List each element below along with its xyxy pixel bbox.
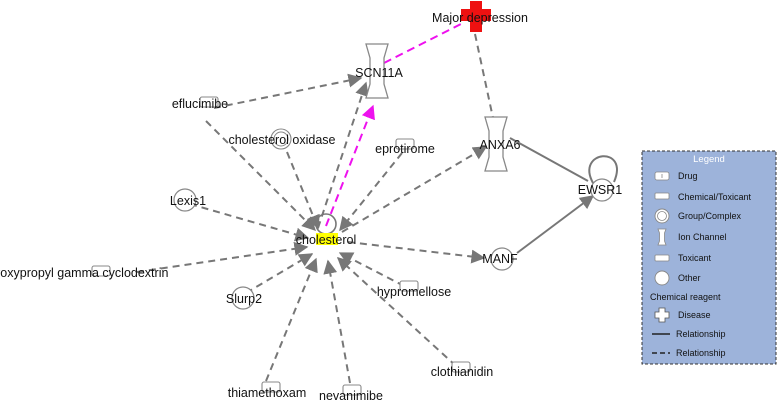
edge-hypromellose-cholesterol [338, 252, 405, 287]
edge-slurp2-cholesterol [245, 253, 314, 294]
node-clothianidin[interactable]: clothianidin [431, 361, 494, 379]
edge-scn11a-major-depression [383, 21, 466, 64]
node-thiamethoxam[interactable]: thiamethoxam [228, 381, 307, 400]
node-anxa6[interactable]: ANXA6 [480, 116, 521, 172]
edge-cholesterol-manf [347, 241, 486, 264]
edge-anxa6-ewsr1 [509, 137, 589, 182]
legend-item-label: Toxicant [678, 253, 712, 263]
drug-icon [451, 361, 471, 373]
node-label: eflucimibe [172, 97, 228, 111]
node-label: SCN11A [355, 66, 403, 80]
edge-nevanimibe-cholesterol [323, 259, 351, 384]
edge-ewsr1-self-loop [588, 155, 618, 184]
focus-highlight [316, 233, 338, 245]
node-major-depression[interactable]: Major depression [432, 1, 528, 32]
node-label: ANXA6 [480, 138, 521, 152]
node-label: nevanimibe [319, 389, 383, 403]
edge-clothianidin-cholesterol [336, 257, 457, 367]
edge-cholesterol-anxa6 [341, 146, 488, 233]
edge-lexis1-cholesterol [189, 203, 310, 242]
node-label: hypromellose [377, 285, 451, 299]
drug-icon [91, 265, 111, 277]
node-label: thiamethoxam [228, 386, 307, 400]
node-label: clothianidin [431, 365, 494, 379]
edge-eflucimibe-cholesterol [205, 120, 316, 231]
drug-icon [342, 384, 362, 396]
node-label: eprotirome [375, 142, 435, 156]
legend-item-label: Chemical/Toxicant [678, 192, 752, 202]
edge-eprotirome-cholesterol [339, 152, 403, 232]
other-icon [590, 178, 614, 202]
legend-item-label: Relationship [676, 329, 726, 339]
node-hypromellose[interactable]: hypromellose [377, 280, 451, 299]
other-icon [654, 270, 670, 286]
edge-cholesterol-scn11a-highlight [325, 104, 375, 227]
disease-icon [461, 1, 491, 32]
legend-item-label: Ion Channel [678, 232, 727, 242]
node-label: EWSR1 [578, 183, 623, 197]
node-scn11a[interactable]: SCN11A [355, 43, 404, 99]
edge-eflucimibe-scn11a [213, 73, 363, 109]
legend-item-label: Disease [678, 310, 711, 320]
node-label: Slurp2 [226, 292, 262, 306]
node-manf[interactable]: MANF [482, 247, 518, 271]
other-icon [173, 188, 197, 212]
edge-cholesterol-scn11a [317, 81, 369, 229]
legend-item-label: Drug [678, 171, 698, 181]
edge-hydroxypropyl-cholesterol [136, 241, 309, 273]
chemical-toxicant-icon [654, 192, 670, 200]
node-ewsr1[interactable]: EWSR1 [578, 178, 623, 202]
group-complex-inner-icon [273, 131, 289, 147]
group-complex-icon [654, 208, 670, 224]
legend-item-label: Group/Complex [678, 211, 742, 221]
toxicant-icon [654, 254, 670, 262]
disease-icon [654, 307, 670, 323]
drug-icon [261, 381, 281, 393]
node-slurp2[interactable]: Slurp2 [226, 286, 262, 310]
node-cholesterol[interactable]: cholesterol [296, 213, 356, 247]
other-icon [231, 286, 255, 310]
node-label: Major depression [432, 11, 528, 25]
drug-icon [199, 96, 219, 108]
drug-icon [395, 138, 415, 150]
group-complex-inner-icon [657, 211, 667, 221]
legend-item-label: Other [678, 273, 701, 283]
edge-cholesterol-oxidase-cholesterol [286, 151, 320, 230]
node-label: MANF [482, 252, 518, 266]
legend-item-label: Chemical reagent [650, 292, 721, 302]
ion-channel-icon [657, 228, 667, 246]
edge-thiamethoxam-cholesterol [265, 257, 318, 382]
other-icon [490, 247, 514, 271]
node-label: 2 hydroxypropyl gamma cyclodextrin [0, 266, 168, 280]
legend-title: Legend [693, 154, 725, 165]
edge-manf-ewsr1 [516, 195, 595, 254]
node-nevanimibe[interactable]: nevanimibe [319, 384, 383, 403]
node-hydroxypropyl-gamma-cyclodextrin[interactable]: 2 hydroxypropyl gamma cyclodextrin [0, 265, 168, 280]
node-label: Lexis1 [170, 194, 206, 208]
legend-item-label: Relationship [676, 348, 726, 358]
ion-channel-icon [365, 43, 389, 99]
node-label: cholesterol [296, 233, 356, 247]
edges [136, 21, 618, 384]
node-eflucimibe[interactable]: eflucimibe [172, 96, 228, 111]
node-eprotirome[interactable]: eprotirome [375, 138, 435, 156]
legend-panel: Legend Drug Chemical/Toxicant Group/Comp… [641, 150, 777, 365]
edge-major-depression-anxa6 [474, 33, 494, 119]
ion-channel-icon [484, 116, 508, 172]
node-label: cholesterol oxidase [228, 133, 335, 147]
node-cholesterol-oxidase[interactable]: cholesterol oxidase [228, 128, 336, 150]
drug-icon [399, 280, 419, 292]
node-lexis1[interactable]: Lexis1 [170, 188, 206, 212]
